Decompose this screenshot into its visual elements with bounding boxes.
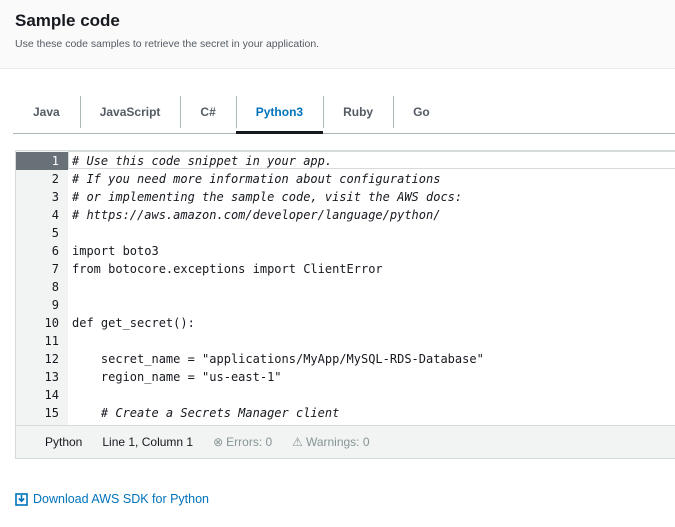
line-number: 14	[16, 386, 59, 404]
code-text: # Use this code snippet in your app.	[72, 154, 333, 168]
code-text: def get_secret():	[72, 316, 195, 330]
code-line: 14	[16, 386, 675, 404]
line-number: 3	[16, 188, 59, 206]
error-icon: ⊗	[213, 435, 224, 449]
code-text: # or implementing the sample code, visit…	[72, 190, 463, 204]
editor-status-bar: Python Line 1, Column 1 ⊗Errors: 0 ⚠Warn…	[16, 425, 675, 458]
line-number-text: 9	[51, 298, 59, 312]
code-line: 10 def get_secret():	[16, 314, 675, 332]
code-text: from botocore.exceptions import ClientEr…	[72, 262, 383, 276]
download-sdk-link[interactable]: Download AWS SDK for Python	[15, 492, 209, 506]
current-line-highlight	[68, 151, 675, 169]
page-subtitle: Use these code samples to retrieve the s…	[15, 38, 320, 50]
code-line: 6 import boto3	[16, 242, 675, 260]
code-text: region_name = "us-east-1"	[72, 370, 282, 384]
line-number-text: 13	[44, 370, 59, 384]
page-title: Sample code	[15, 11, 120, 30]
line-number-text: 2	[51, 172, 59, 186]
line-gutter	[16, 151, 68, 426]
status-errors[interactable]: ⊗Errors: 0	[213, 435, 272, 449]
tab-go[interactable]: Go	[393, 92, 450, 132]
language-tabs: Java JavaScript C# Python3 Ruby Go	[13, 92, 675, 134]
warnings-label: Warnings: 0	[305, 435, 370, 449]
download-sdk-label: Download AWS SDK for Python	[33, 492, 210, 506]
code-line: 1 # Use this code snippet in your app.	[16, 152, 675, 170]
code-line: 13 region_name = "us-east-1"	[16, 368, 675, 386]
line-number: 13	[16, 368, 59, 386]
line-number: 1	[16, 152, 68, 170]
tab-ruby[interactable]: Ruby	[323, 92, 393, 132]
status-language: Python	[45, 435, 83, 449]
code-line: 2 # If you need more information about co…	[16, 170, 675, 188]
section-header: Sample code Use these code samples to re…	[0, 0, 675, 69]
line-number-text: 4	[51, 208, 59, 222]
errors-label: Errors: 0	[226, 435, 273, 449]
line-number: 15	[16, 404, 59, 422]
line-number-text: 6	[51, 244, 59, 258]
line-number-text: 8	[51, 280, 59, 294]
code-text: secret_name = "applications/MyApp/MySQL-…	[72, 352, 484, 366]
status-position: Line 1, Column 1	[102, 435, 194, 449]
line-number: 2	[16, 170, 59, 188]
tab-java[interactable]: Java	[33, 105, 60, 119]
code-line: 15 # Create a Secrets Manager client	[16, 404, 675, 422]
line-number: 10	[16, 314, 59, 332]
line-number-text: 10	[44, 316, 59, 330]
code-line: 9	[16, 296, 675, 314]
line-number: 12	[16, 350, 59, 368]
code-line: 11	[16, 332, 675, 350]
code-line: 5	[16, 224, 675, 242]
line-number: 6	[16, 242, 59, 260]
code-line: 8	[16, 278, 675, 296]
code-editor[interactable]: 1 # Use this code snippet in your app. 2 # …	[15, 150, 675, 459]
code-line: 4 # https://aws.amazon.com/developer/lang…	[16, 206, 675, 224]
line-number: 7	[16, 260, 59, 278]
line-number-text: 1	[51, 154, 59, 168]
line-number: 5	[16, 224, 59, 242]
line-number: 9	[16, 296, 59, 314]
code-text: # https://aws.amazon.com/developer/langu…	[72, 208, 441, 222]
code-text: # Create a Secrets Manager client	[72, 406, 340, 420]
tab-python3[interactable]: Python3	[235, 92, 324, 134]
line-number: 4	[16, 206, 59, 224]
line-number-text: 14	[44, 388, 59, 402]
code-text: # If you need more information about con…	[72, 172, 441, 186]
code-line: 3 # or implementing the sample code, visi…	[16, 188, 675, 206]
code-line: 7 from botocore.exceptions import ClientE…	[16, 260, 675, 278]
download-icon	[15, 492, 28, 506]
line-number-text: 11	[44, 334, 59, 348]
tab-javascript[interactable]: JavaScript	[79, 92, 181, 132]
line-number: 8	[16, 278, 59, 296]
code-text: import boto3	[72, 244, 159, 258]
line-number: 11	[16, 332, 59, 350]
code-area[interactable]: 1 # Use this code snippet in your app. 2 # …	[16, 151, 675, 426]
warning-icon: ⚠	[292, 435, 303, 449]
tab-csharp[interactable]: C#	[180, 92, 235, 132]
line-number-text: 12	[44, 352, 59, 366]
line-number-text: 3	[51, 190, 59, 204]
status-warnings[interactable]: ⚠Warnings: 0	[292, 435, 369, 449]
line-number-text: 5	[51, 226, 59, 240]
code-line: 12 secret_name = "applications/MyApp/MyS…	[16, 350, 675, 368]
line-number-text: 15	[44, 406, 59, 420]
line-number-text: 7	[51, 262, 59, 276]
